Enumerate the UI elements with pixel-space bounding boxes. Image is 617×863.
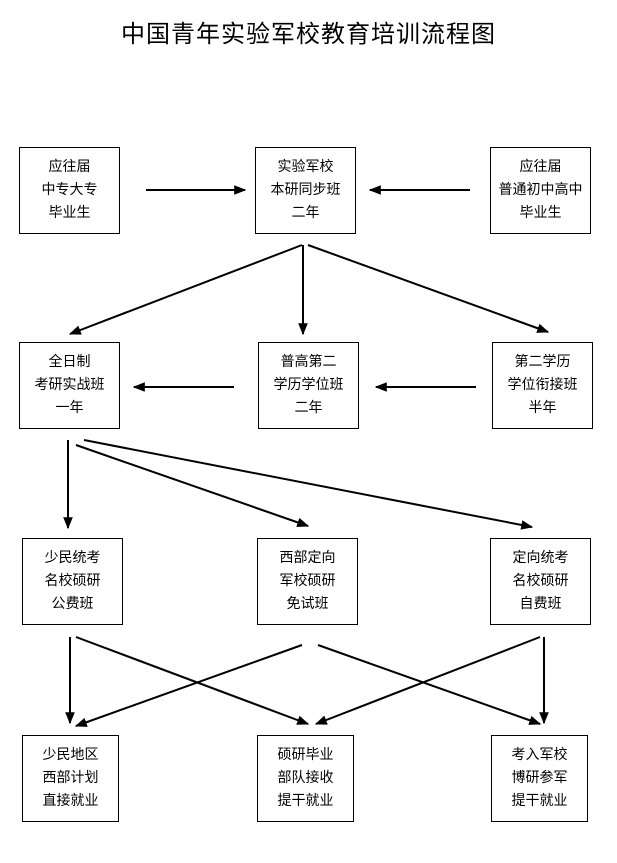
arrow-shiyan-to-quanrizhi	[68, 244, 303, 335]
arrow-xibu-to-kaoru	[317, 644, 542, 725]
node-line: 少民地区	[42, 747, 99, 763]
node-dingxiang: 定向统考 名校硕研 自费班	[490, 538, 591, 625]
node-shaomin: 少民统考 名校硕研 公费班	[22, 538, 123, 625]
node-line: 二年	[294, 400, 323, 416]
node-line: 毕业生	[519, 205, 562, 221]
node-line: 名校硕研	[44, 573, 101, 589]
node-line: 直接就业	[42, 793, 99, 809]
node-line: 西部定向	[279, 550, 336, 566]
node-line: 少民统考	[44, 550, 101, 566]
node-line: 公费班	[51, 596, 94, 612]
node-pugao: 普高第二 学历学位班 二年	[258, 342, 359, 429]
diagram-title: 中国青年实验军校教育培训流程图	[121, 20, 496, 48]
node-line: 博研参军	[511, 770, 568, 786]
node-line: 毕业生	[48, 205, 91, 221]
node-line: 自费班	[519, 596, 562, 612]
node-putong: 应往届 普通初中高中 毕业生	[490, 147, 591, 234]
node-line: 普高第二	[280, 354, 337, 370]
node-shuoyan: 硕研毕业 部队接收 提干就业	[257, 735, 354, 822]
node-kaoru: 考入军校 博研参军 提干就业	[491, 735, 588, 822]
arrow-quanrizhi-to-xibu	[75, 444, 310, 527]
node-diqu: 少民地区 西部计划 直接就业	[22, 735, 119, 822]
node-line: 定向统考	[512, 550, 569, 566]
arrow-dingxiang-to-shuoyan	[314, 636, 541, 725]
node-line: 学位衔接班	[507, 377, 578, 393]
node-line: 考研实战班	[34, 377, 105, 393]
node-line: 二年	[291, 205, 320, 221]
arrow-shiyan-to-dier	[307, 244, 550, 333]
node-line: 学历学位班	[273, 377, 344, 393]
node-line: 一年	[55, 400, 84, 416]
node-line: 中专大专	[41, 182, 98, 198]
node-line: 考入军校	[511, 747, 568, 763]
arrow-shaomin-to-shuoyan	[75, 636, 310, 725]
node-line: 部队接收	[277, 770, 334, 786]
node-line: 西部计划	[42, 770, 99, 786]
node-line: 全日制	[48, 354, 91, 370]
node-line: 硕研毕业	[277, 747, 334, 763]
node-line: 普通初中高中	[498, 182, 583, 198]
arrow-xibu-to-diqu	[74, 644, 303, 727]
node-dier: 第二学历 学位衔接班 半年	[492, 342, 593, 429]
node-quanrizhi: 全日制 考研实战班 一年	[19, 342, 120, 429]
node-line: 免试班	[286, 596, 329, 612]
node-line: 名校硕研	[512, 573, 569, 589]
node-line: 军校硕研	[279, 573, 336, 589]
node-line: 应往届	[519, 159, 562, 175]
node-line: 提干就业	[511, 793, 568, 809]
node-line: 第二学历	[514, 354, 571, 370]
node-line: 提干就业	[277, 793, 334, 809]
node-line: 实验军校	[277, 159, 334, 175]
node-shiyan: 实验军校 本研同步班 二年	[255, 147, 356, 234]
node-line: 半年	[528, 400, 557, 416]
arrow-quanrizhi-to-dingxiang	[83, 439, 534, 530]
node-zhongzhuan: 应往届 中专大专 毕业生	[19, 147, 120, 234]
node-line: 本研同步班	[270, 182, 341, 198]
node-xibu: 西部定向 军校硕研 免试班	[257, 538, 358, 625]
node-line: 应往届	[48, 159, 91, 175]
